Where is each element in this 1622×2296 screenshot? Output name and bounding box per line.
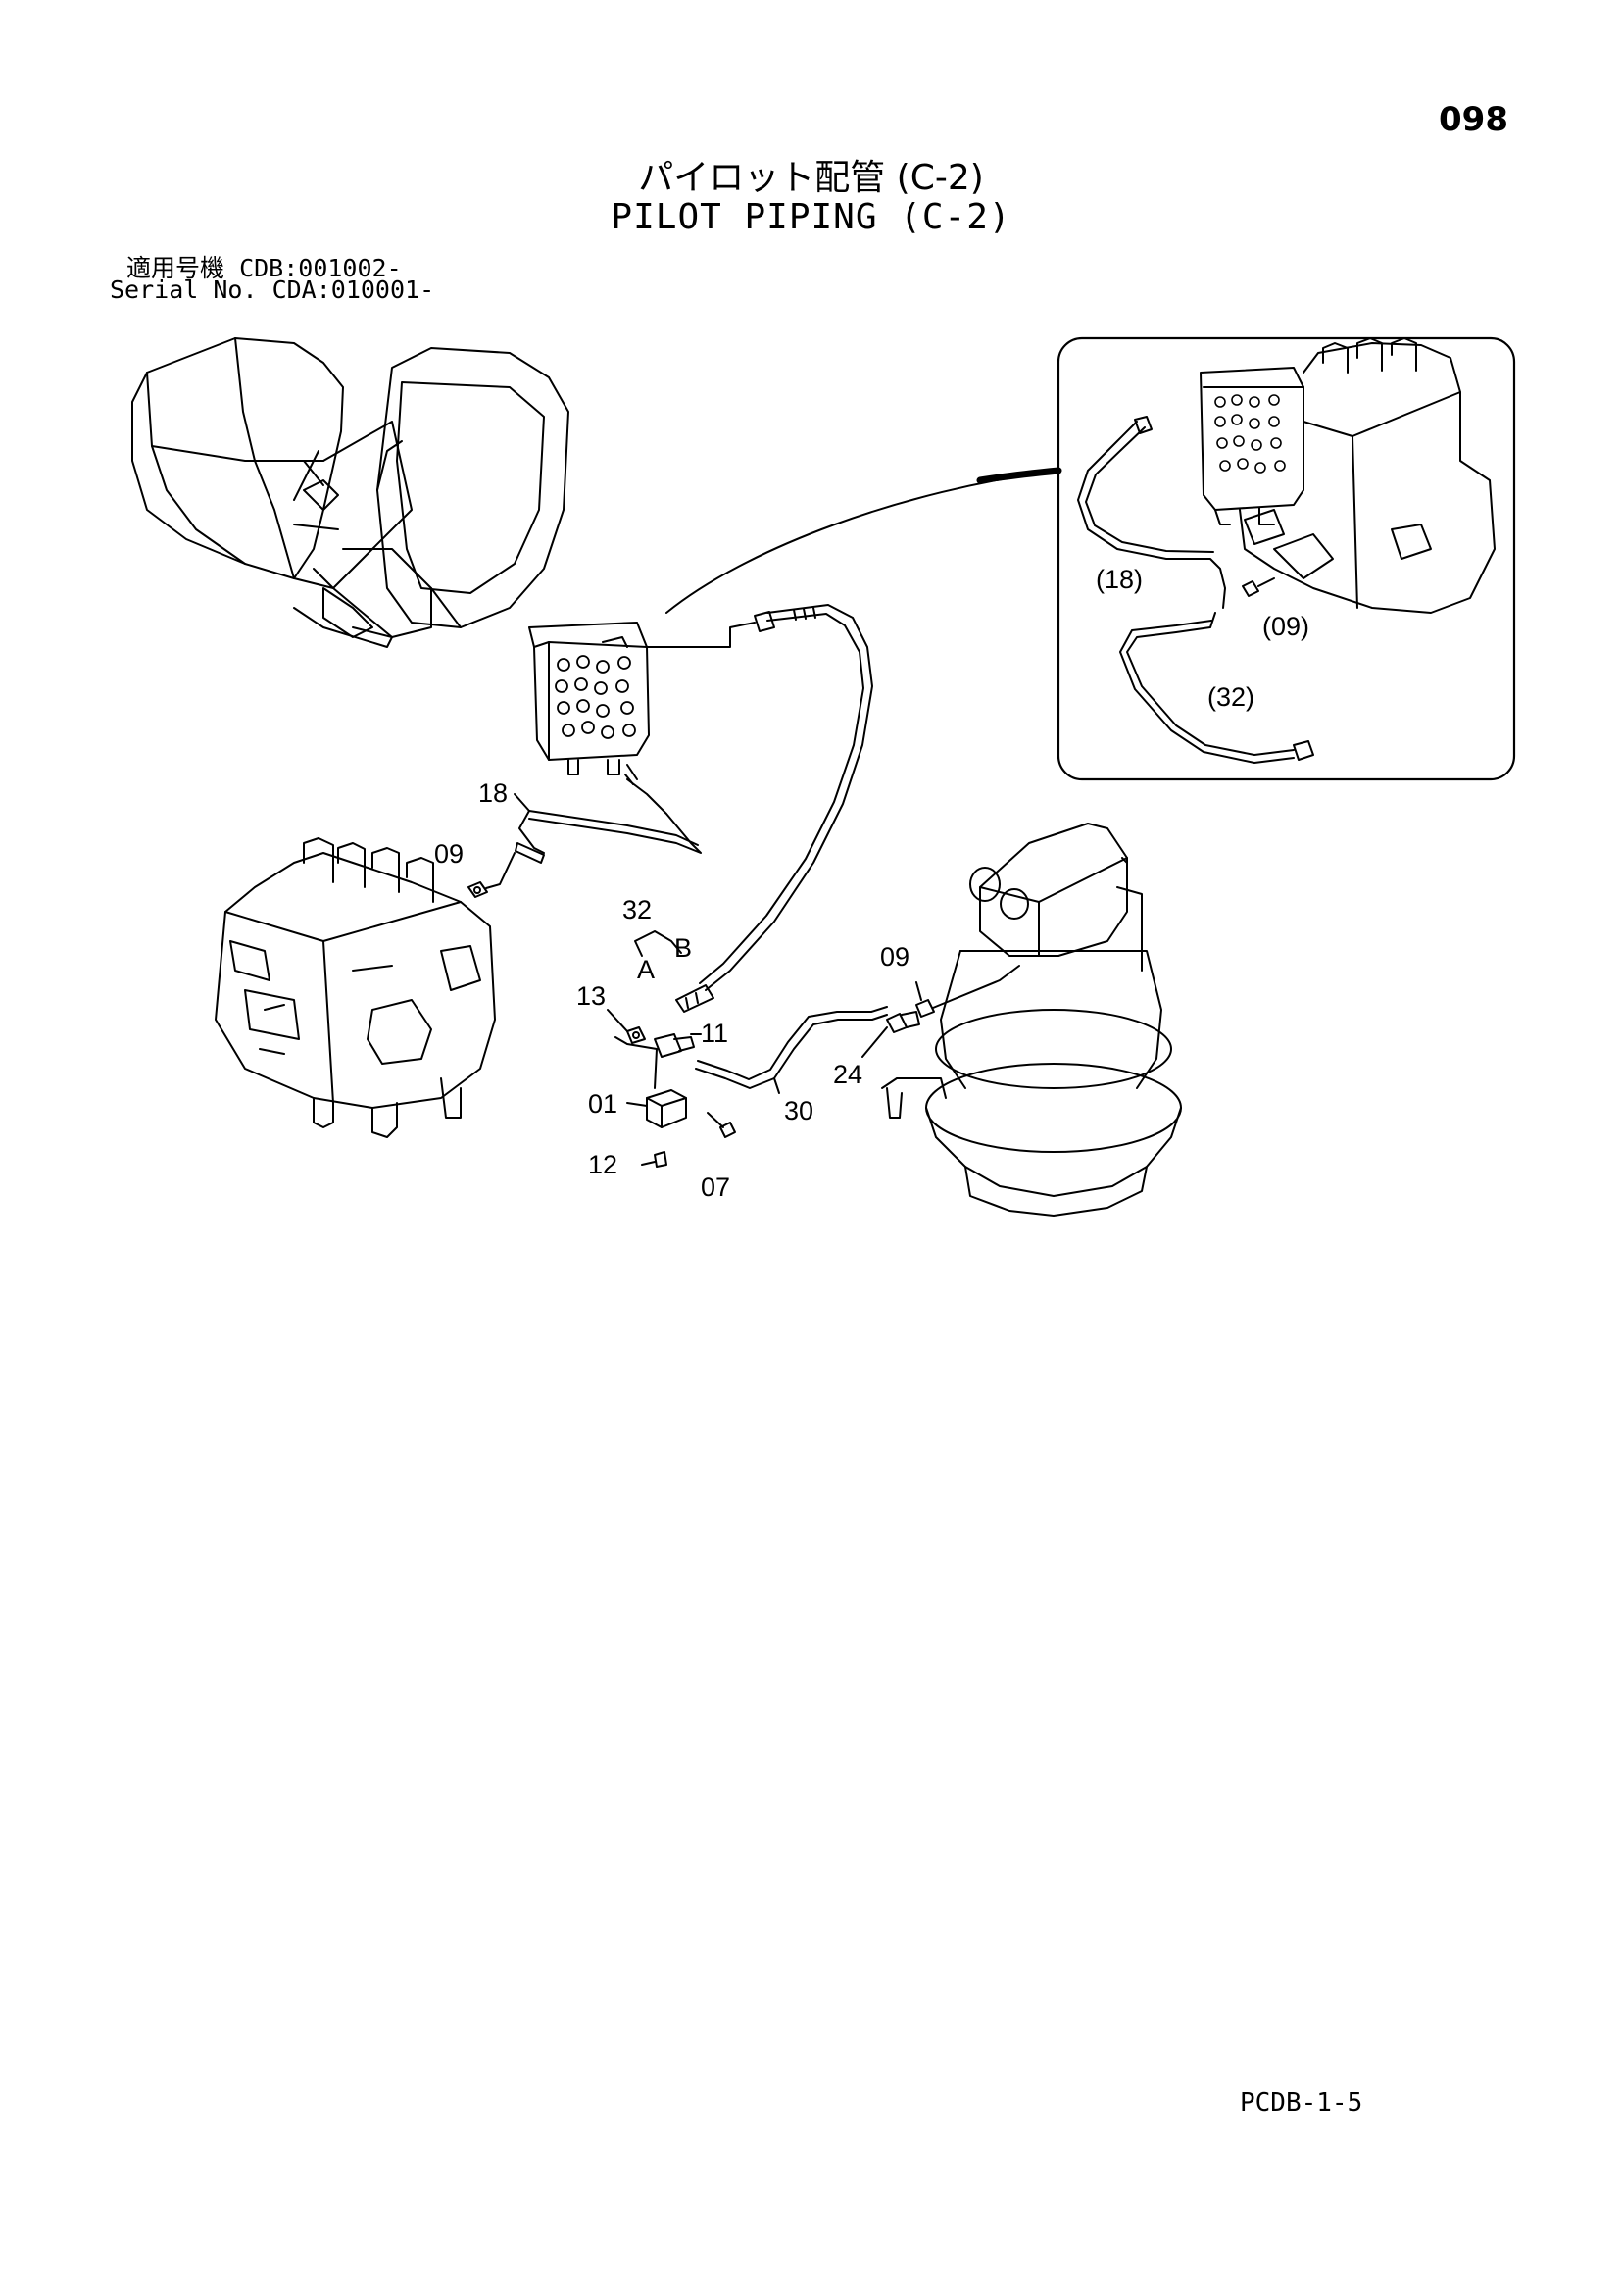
serial-line-jp: 適用号機 CDB:001002-: [126, 249, 402, 284]
callout-labels: 18 09 32 A B 13 11 01 12 07 30 24 09 (18…: [434, 565, 1309, 1202]
callout-09-left: 09: [434, 839, 464, 869]
block-01: [646, 1089, 687, 1128]
control-valve-illustration: [215, 837, 496, 1138]
callout-32: 32: [622, 895, 652, 924]
inset-illustration: [1200, 337, 1496, 614]
pointer-arc-tip: [976, 467, 1062, 484]
tee-bracket-line: [614, 1036, 658, 1089]
leader-32-bracket: [634, 930, 682, 957]
leader-13: [607, 1009, 628, 1032]
fitting-13: [626, 1026, 646, 1044]
inset-hose-32: [1119, 612, 1314, 764]
callout-24: 24: [833, 1060, 862, 1089]
callout-18: 18: [478, 778, 508, 808]
callout-A: A: [637, 955, 655, 984]
serial-label-jp: 適用号機: [126, 254, 225, 282]
inset-hose-18: [1077, 416, 1226, 609]
callout-01: 01: [588, 1089, 617, 1119]
inset-valve-ports: [1214, 394, 1286, 474]
fitting-24: [886, 1011, 920, 1033]
pilot-valve-illustration: [528, 622, 650, 775]
inset-frame: [1057, 336, 1516, 781]
excavator-overview-illustration: [131, 337, 569, 648]
pilot-valve-connector-line: [646, 622, 756, 648]
leader-09-right: [915, 981, 922, 1001]
callout-30: 30: [784, 1096, 813, 1125]
callout-13: 13: [576, 981, 606, 1011]
title-english: PILOT PIPING (C-2): [611, 197, 1011, 237]
bolt-12: [654, 1151, 667, 1168]
inset-callout-32: (32): [1207, 682, 1254, 712]
inset-callout-18: (18): [1096, 565, 1143, 594]
callout-12: 12: [588, 1150, 617, 1179]
leader-09-left: [485, 852, 516, 889]
hose-18: [515, 764, 702, 864]
leader-18: [514, 793, 530, 812]
serial-value-cdb: CDB:001002-: [239, 254, 402, 282]
leader-01: [626, 1102, 648, 1107]
motor-connector-line: [932, 965, 1020, 1009]
title-japanese: パイロット配管 (C-2): [638, 158, 984, 198]
callout-07: 07: [701, 1173, 730, 1202]
leader-30: [773, 1077, 780, 1094]
inset-callout-09: (09): [1262, 612, 1309, 641]
hose-30: [695, 1006, 888, 1089]
hose-32: [675, 604, 873, 1013]
swing-motor-illustration: [881, 823, 1182, 1217]
callout-11: 11: [701, 1019, 728, 1048]
fitting-09-right: [915, 999, 935, 1018]
leader-24: [861, 1026, 888, 1058]
inset-fitting-09: [1242, 577, 1275, 597]
tee-adapter-11: [654, 1033, 695, 1058]
page-number: 098: [1439, 100, 1508, 139]
fitting-09-left: [467, 881, 488, 898]
serial-line-en: Serial No. CDA:010001-: [110, 275, 434, 304]
footer-code: PCDB-1-5: [1240, 2088, 1363, 2118]
leader-12: [641, 1161, 656, 1166]
pilot-valve-ports: [555, 655, 636, 739]
callout-B: B: [674, 933, 692, 963]
pointer-arc: [665, 470, 1059, 614]
callout-09-right: 09: [880, 942, 909, 972]
bolt-07: [707, 1112, 736, 1138]
serial-label-en: Serial No.: [110, 275, 258, 304]
serial-value-cda: CDA:010001-: [271, 275, 435, 304]
